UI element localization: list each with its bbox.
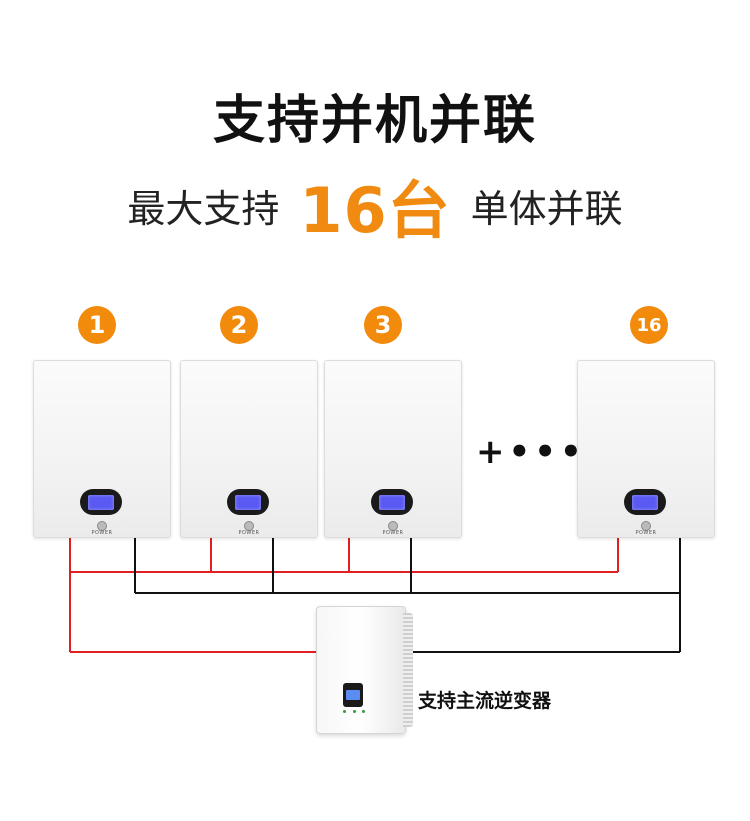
page-title: 支持并机并联: [212, 91, 537, 151]
lcd-display: [227, 489, 269, 515]
power-button-icon: [388, 521, 398, 531]
inverter-label: 支持主流逆变器: [418, 690, 552, 712]
ellipsis-plus: +•••: [476, 432, 586, 472]
power-label: POWER: [382, 530, 404, 536]
lcd-display: [80, 489, 122, 515]
subtitle-prefix: 最大支持: [127, 186, 280, 231]
inverter-display: [343, 683, 363, 707]
lcd-display: [371, 489, 413, 515]
subtitle: 最大支持 16台 单体并联: [0, 160, 750, 250]
inverter-leds: [343, 710, 365, 713]
inverter-unit: [316, 606, 413, 734]
battery-module-16: POWER: [577, 360, 715, 538]
badge-1: 1: [78, 306, 116, 344]
power-label: POWER: [238, 530, 260, 536]
badge-3: 3: [364, 306, 402, 344]
power-label: POWER: [91, 530, 113, 536]
inverter-vent: [403, 613, 413, 727]
battery-module-3: POWER: [324, 360, 462, 538]
battery-module-1: POWER: [33, 360, 171, 538]
power-button-icon: [641, 521, 651, 531]
subtitle-highlight: 16台: [299, 174, 451, 247]
positive-wires: [69, 536, 619, 653]
subtitle-suffix: 单体并联: [470, 186, 623, 231]
lcd-display: [624, 489, 666, 515]
negative-wires: [134, 536, 681, 653]
battery-module-2: POWER: [180, 360, 318, 538]
power-button-icon: [97, 521, 107, 531]
badge-16: 16: [630, 306, 668, 344]
badge-2: 2: [220, 306, 258, 344]
power-button-icon: [244, 521, 254, 531]
power-label: POWER: [635, 530, 657, 536]
